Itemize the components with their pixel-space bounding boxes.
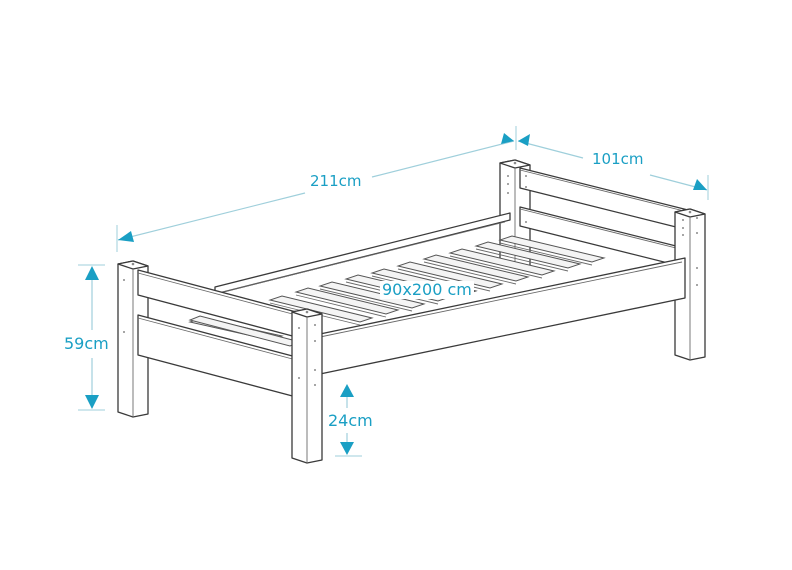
foot-end-frame <box>117 260 323 464</box>
head-end-frame <box>499 159 706 361</box>
width-label: 101cm <box>590 150 646 168</box>
length-label: 211cm <box>308 172 364 190</box>
width-dimension <box>517 134 709 200</box>
mattress-size-label: 90x200 cm <box>380 280 474 299</box>
clearance-dimension <box>335 384 362 457</box>
height-label: 59cm <box>62 334 111 353</box>
height-dimension <box>78 264 105 411</box>
length-dimension <box>116 126 517 252</box>
clearance-label: 24cm <box>326 411 375 430</box>
